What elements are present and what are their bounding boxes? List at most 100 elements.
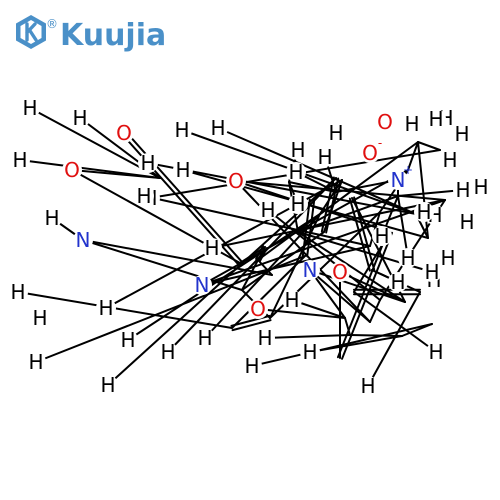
- atom-h: H: [172, 118, 192, 142]
- atom-n: N: [192, 273, 212, 297]
- atom-h: H: [26, 350, 46, 374]
- bond: [257, 259, 273, 276]
- atom-label: H: [290, 192, 305, 216]
- atom-h: H: [471, 175, 491, 199]
- bond: [71, 169, 161, 179]
- atom-h: H: [402, 112, 422, 136]
- atom-h: H: [426, 340, 446, 364]
- atom-h: H: [288, 192, 308, 216]
- atom-h: H: [440, 148, 460, 172]
- bond: [264, 334, 351, 339]
- atom-h: H: [457, 210, 477, 234]
- atom-label: H: [260, 198, 275, 222]
- atom-h: H: [453, 178, 473, 202]
- bonds: [17, 107, 464, 387]
- atom-label: H: [374, 224, 389, 248]
- bond: [201, 199, 446, 286]
- bond: [107, 199, 313, 386]
- atom-label: O: [362, 141, 378, 165]
- atom-o: O-: [360, 136, 382, 165]
- atom-label: H: [455, 178, 470, 202]
- atom-h: H: [134, 184, 154, 208]
- atom-label: H: [284, 288, 299, 312]
- atom-label: H: [44, 206, 59, 230]
- atom-label: H: [32, 306, 47, 330]
- atom-label: H: [100, 373, 115, 397]
- atom-h: H: [208, 116, 228, 140]
- atom-h: H: [242, 354, 262, 378]
- bond: [348, 197, 371, 272]
- atom-h: H: [414, 200, 434, 224]
- atom-h: H: [42, 206, 62, 230]
- atom-h: H: [398, 246, 418, 270]
- atom-h: H: [20, 96, 40, 120]
- atom-n: N: [300, 258, 320, 282]
- atom-label: H: [204, 236, 219, 260]
- atom-label: O: [64, 158, 80, 182]
- atom-h: H: [30, 306, 50, 330]
- bond: [235, 180, 371, 323]
- atom-label: N: [391, 168, 406, 192]
- atom-h: H: [358, 374, 378, 398]
- atom-h: H: [286, 160, 306, 184]
- atom-label: H: [390, 270, 405, 294]
- atom-label: H: [360, 374, 375, 398]
- atom-label: O: [250, 297, 266, 321]
- atom-h: H: [98, 373, 118, 397]
- atom-labels: HHHOONHHHHHHHHHHHHNHHHHOOHHHHHHHHHN+O-OH…: [8, 96, 491, 398]
- atom-label: H: [428, 107, 443, 131]
- atom-label: O: [332, 260, 348, 284]
- atom-label: H: [257, 326, 272, 350]
- atom-h: H: [282, 288, 302, 312]
- bond: [211, 199, 446, 249]
- atom-o: O: [226, 169, 246, 193]
- atom-h: H: [452, 122, 472, 146]
- bond: [397, 195, 409, 259]
- brand-name: Kuujia: [60, 18, 166, 53]
- atom-h: H: [288, 138, 308, 162]
- charge-sign: -: [378, 136, 382, 150]
- atom-h: H: [315, 145, 335, 169]
- bond: [297, 195, 399, 233]
- atom-n: N: [73, 228, 93, 252]
- atom-o: O: [114, 121, 134, 145]
- atom-label: H: [328, 121, 343, 145]
- atom-h: H: [96, 296, 116, 320]
- atom-label: H: [428, 340, 443, 364]
- atom-h: H: [118, 328, 138, 352]
- atom-label: H: [440, 246, 455, 270]
- atom-h: H: [255, 326, 275, 350]
- bond: [241, 231, 325, 291]
- atom-h: H: [195, 326, 215, 350]
- atom-h: H: [426, 107, 446, 131]
- bond: [267, 209, 381, 301]
- bond: [397, 189, 464, 197]
- bond: [353, 291, 437, 353]
- atom-label: O: [377, 110, 393, 134]
- atom-label: H: [22, 96, 37, 120]
- bond: [369, 299, 381, 323]
- atom-h: H: [372, 224, 392, 248]
- bond: [257, 308, 346, 319]
- atom-label: H: [416, 200, 431, 224]
- atom-h: H: [173, 158, 193, 182]
- atom-label: H: [244, 354, 259, 378]
- atom-label: H: [136, 184, 151, 208]
- bond: [82, 239, 273, 276]
- bond: [417, 141, 441, 151]
- atom-label: H: [454, 122, 469, 146]
- atom-label: H: [459, 210, 474, 234]
- atom-label: H: [120, 328, 135, 352]
- charge-sign: +: [403, 163, 413, 177]
- atom-label: H: [174, 118, 189, 142]
- atom-h: H: [158, 340, 178, 364]
- atom-label: H: [473, 175, 488, 199]
- atom-label: H: [290, 138, 305, 162]
- bond: [417, 141, 429, 239]
- bond: [367, 291, 421, 387]
- atom-h: H: [326, 121, 346, 145]
- bond: [231, 255, 306, 329]
- atom-label: H: [140, 151, 155, 175]
- atom-n: N+: [388, 163, 413, 192]
